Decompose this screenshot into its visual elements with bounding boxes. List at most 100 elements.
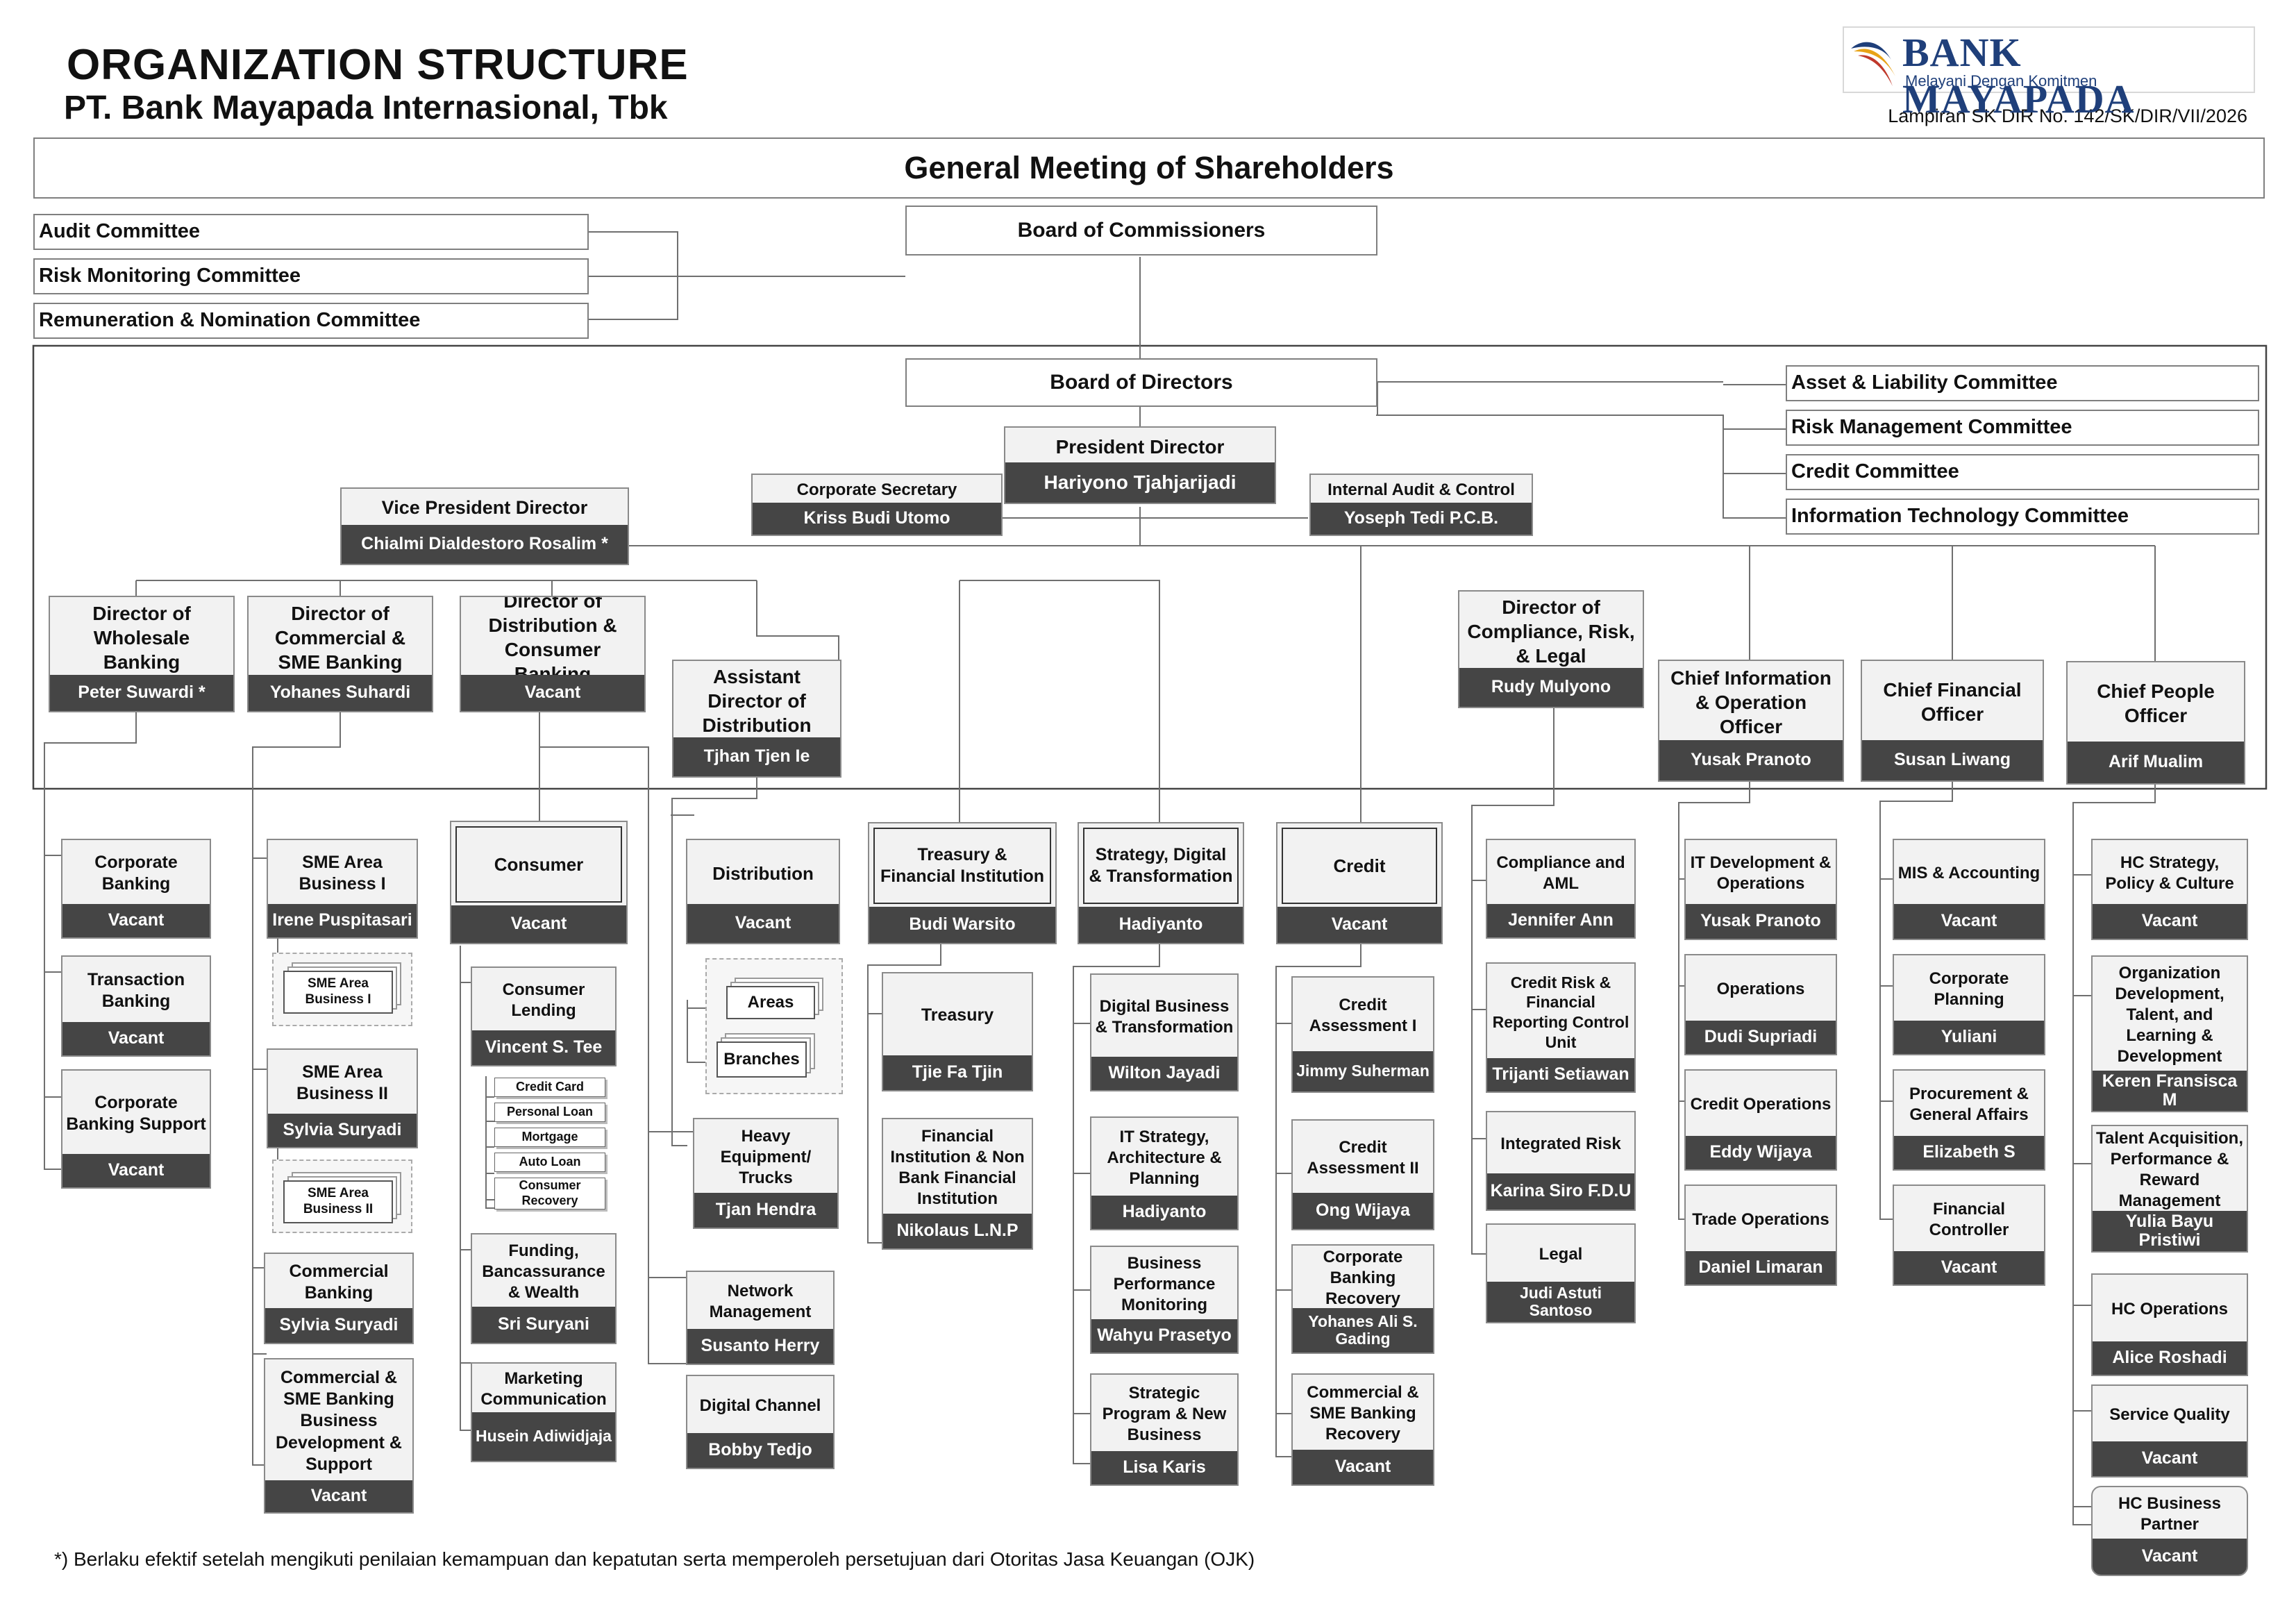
corporate-secretary-title: Corporate Secretary — [796, 480, 957, 499]
company-name: PT. Bank Mayapada Internasional, Tbk — [64, 90, 668, 126]
commercial-sme-business-development-support-title: Commercial & SME Banking Business Develo… — [276, 1367, 402, 1474]
consumer-head-title: Consumer — [455, 826, 622, 903]
mis-accounting-title: MIS & Accounting — [1897, 864, 2041, 882]
marketing-communication-holder: Husein Adiwidjaja — [472, 1412, 615, 1461]
digital-channel-holder: Bobby Tedjo — [687, 1433, 833, 1468]
credit-assessment-2-title: Credit Assessment II — [1307, 1138, 1419, 1178]
director-distribution-consumer-banking-card: Director of Distribution & Consumer Bank… — [460, 596, 646, 712]
financial-institution-nbfi-card: Financial Institution & Non Bank Financi… — [882, 1118, 1033, 1250]
internal-audit-control-title: Internal Audit & Control — [1327, 480, 1515, 499]
president-director-holder: Hariyono Tjahjarijadi — [1005, 462, 1275, 503]
credit-assessment-1-title: Credit Assessment I — [1309, 996, 1417, 1035]
corporate-planning-title: Corporate Planning — [1929, 969, 2009, 1009]
branches-unit: Branches — [717, 1041, 807, 1078]
internal-audit-control-holder: Yoseph Tedi P.C.B. — [1311, 503, 1532, 535]
compliance-aml-title: Compliance and AML — [1496, 853, 1625, 893]
assistant-director-distribution-holder: Tjhan Tjen Ie — [673, 737, 840, 776]
corporate-banking-recovery-title: Corporate Banking Recovery — [1323, 1248, 1403, 1308]
general-meeting-of-shareholders: General Meeting of Shareholders — [33, 137, 2265, 199]
treasury-title: Treasury — [921, 1005, 994, 1026]
talent-acquisition-performance-reward-title: Talent Acquisition, Performance & Reward… — [2095, 1129, 2243, 1210]
mis-accounting-holder: Vacant — [1894, 904, 2044, 939]
service-quality-holder: Vacant — [2093, 1441, 2247, 1476]
strategic-program-new-business-title: Strategic Program & New Business — [1102, 1384, 1227, 1444]
business-performance-monitoring-holder: Wahyu Prasetyo — [1091, 1319, 1237, 1353]
risk-management-committee: Risk Management Committee — [1786, 410, 2259, 446]
lending-item-1: Personal Loan — [494, 1103, 605, 1122]
service-quality-title: Service Quality — [2109, 1405, 2230, 1424]
operations-title: Operations — [1716, 980, 1805, 998]
heavy-equipment-trucks-holder: Tjan Hendra — [694, 1193, 837, 1228]
consumer-lending-title: Consumer Lending — [502, 980, 585, 1020]
areas-unit: Areas — [726, 986, 815, 1019]
integrated-risk-holder: Karina Siro F.D.U — [1487, 1173, 1634, 1209]
legal-title: Legal — [1539, 1245, 1583, 1264]
corporate-banking-support-holder: Vacant — [62, 1154, 210, 1187]
distribution-head-holder: Vacant — [687, 904, 839, 943]
talent-acquisition-performance-reward-holder: Yulia Bayu Pristiwi — [2093, 1211, 2247, 1251]
corporate-banking-support-title: Corporate Banking Support — [66, 1092, 206, 1134]
heavy-equipment-trucks-title: Heavy Equipment/ Trucks — [720, 1127, 812, 1187]
sme-area-business-2-sub: SME Area Business II — [283, 1180, 393, 1223]
chief-information-operation-officer-title: Chief Information & Operation Officer — [1670, 667, 1832, 737]
corporate-banking-title: Corporate Banking — [94, 852, 178, 894]
hc-operations-title: HC Operations — [2111, 1300, 2229, 1319]
transaction-banking-title: Transaction Banking — [87, 969, 185, 1011]
director-distribution-consumer-banking-holder: Vacant — [461, 675, 644, 711]
transaction-banking-holder: Vacant — [62, 1022, 210, 1055]
president-director-title: President Director — [1055, 435, 1225, 458]
page-title: ORGANIZATION STRUCTURE — [67, 41, 689, 89]
commercial-banking-title: Commercial Banking — [289, 1261, 389, 1303]
organization-development-talent-title: Organization Development, Talent, and Le… — [2115, 964, 2224, 1066]
hc-strategy-policy-culture-title: HC Strategy, Policy & Culture — [2105, 853, 2234, 893]
sme-area-business-2-title: SME Area Business II — [296, 1062, 388, 1103]
chief-people-officer-holder: Arif Mualim — [2068, 742, 2244, 783]
operations-holder: Dudi Supriadi — [1686, 1021, 1836, 1054]
digital-business-transformation-title: Digital Business & Transformation — [1095, 997, 1234, 1037]
commercial-sme-banking-recovery-title: Commercial & SME Banking Recovery — [1307, 1383, 1419, 1443]
risk-monitoring-committee: Risk Monitoring Committee — [33, 258, 589, 294]
it-strategy-architecture-planning-holder: Hadiyanto — [1091, 1196, 1237, 1229]
director-wholesale-banking-holder: Peter Suwardi * — [50, 675, 233, 711]
strategy-digital-transformation-holder: Hadiyanto — [1079, 907, 1243, 943]
digital-channel-title: Digital Channel — [699, 1396, 821, 1415]
it-strategy-architecture-planning-title: IT Strategy, Architecture & Planning — [1107, 1128, 1222, 1188]
digital-business-transformation-holder: Wilton Jayadi — [1091, 1057, 1237, 1090]
marketing-communication-title: Marketing Communication — [480, 1369, 607, 1409]
credit-operations-title: Credit Operations — [1690, 1095, 1832, 1114]
director-compliance-risk-legal-holder: Rudy Mulyono — [1459, 668, 1643, 707]
director-wholesale-banking-title: Director of Wholesale Banking — [92, 602, 191, 673]
commercial-sme-banking-recovery-holder: Vacant — [1293, 1450, 1433, 1484]
bank-logo: BANK MAYAPADA Melayani Dengan Komitmen — [1843, 26, 2255, 122]
corporate-banking-holder: Vacant — [62, 904, 210, 937]
credit-head-title: Credit — [1282, 828, 1437, 904]
procurement-general-affairs-holder: Elizabeth S — [1894, 1136, 2044, 1169]
